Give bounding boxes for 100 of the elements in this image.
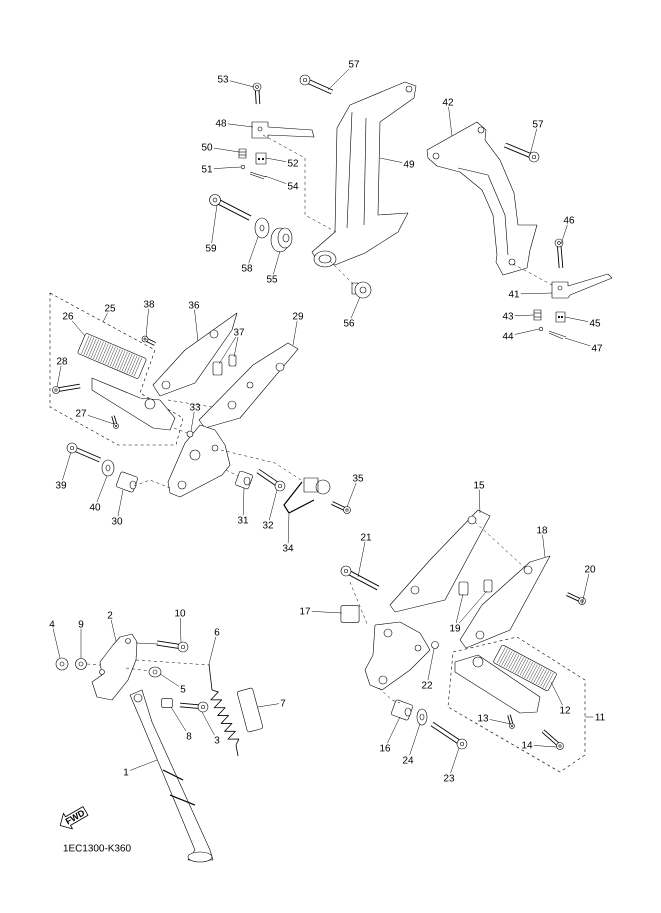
callout-number: 16 [380, 744, 390, 752]
callout-number: 39 [56, 481, 66, 489]
leader-line [564, 316, 588, 322]
washer-drawing [431, 641, 439, 649]
leader-line [118, 490, 124, 516]
alignment-line [220, 450, 302, 480]
bushing-drawing [235, 470, 253, 490]
callout-number: 1 [124, 768, 128, 776]
leader-line [358, 542, 366, 578]
plate-drawing [460, 556, 550, 648]
callout-number: 13 [478, 714, 488, 722]
alignment-line [378, 688, 400, 704]
leader-line [409, 724, 420, 756]
dashed-outline [50, 292, 184, 446]
callout-number: 5 [180, 686, 186, 692]
bracket-drawing [168, 424, 230, 498]
callout-number: 26 [62, 312, 74, 320]
callout-number: 47 [592, 344, 602, 352]
spring-drawing [534, 310, 542, 320]
callout-number: 17 [300, 608, 310, 614]
leader-line [80, 628, 82, 658]
bolt-drawing [566, 592, 586, 605]
bolt-drawing [256, 468, 286, 492]
leader-line [102, 312, 108, 322]
callout-number: 37 [234, 328, 244, 336]
leader-line [230, 80, 254, 88]
callout-number: 33 [190, 403, 200, 411]
callout-number: 34 [282, 544, 294, 552]
callout-number: 32 [262, 521, 274, 529]
callout-number: 31 [238, 516, 248, 524]
bolt-drawing [331, 501, 351, 514]
callout-number: 2 [108, 612, 112, 618]
pad-drawing [212, 362, 222, 376]
callout-number: 57 [348, 60, 360, 68]
leader-line [228, 124, 254, 128]
leader-line [180, 618, 182, 642]
bolt-drawing [66, 442, 101, 462]
leader-line [478, 490, 480, 514]
bushing-drawing [391, 700, 413, 720]
leader-line [242, 488, 244, 516]
callout-number: 52 [288, 159, 298, 167]
leader-line [292, 320, 298, 346]
leader-line [380, 158, 402, 163]
leader-line [530, 128, 538, 156]
alignment-line [136, 642, 158, 644]
alignment-line [126, 668, 150, 672]
leader-line [214, 148, 240, 152]
callout-number: 49 [404, 160, 414, 168]
callout-number: 50 [202, 143, 212, 151]
leader-line [218, 336, 236, 364]
leader-line [234, 336, 238, 358]
footpeg-rubber-drawing [78, 333, 146, 379]
callout-number: 54 [288, 182, 298, 190]
callout-number: 45 [590, 320, 600, 326]
callout-number: 11 [596, 714, 605, 720]
leader-line [582, 574, 590, 604]
bolt-drawing [340, 566, 380, 590]
callout-number: 58 [242, 264, 252, 272]
lever-drawing [552, 274, 612, 298]
leader-line [456, 594, 464, 624]
leader-line [190, 412, 194, 432]
callout-number: 56 [344, 319, 354, 327]
plate-drawing [256, 152, 266, 164]
cotter-pin-drawing [548, 330, 566, 340]
callout-number: 23 [444, 774, 454, 782]
bracket-drawing [92, 634, 138, 700]
washer-drawing [186, 430, 194, 438]
leader-line [450, 748, 460, 774]
callout-number: 14 [522, 742, 532, 748]
leader-line [88, 415, 114, 424]
leader-line [56, 366, 62, 388]
callout-number: 22 [422, 682, 432, 688]
leader-line [288, 514, 290, 544]
callout-number: 38 [144, 300, 154, 308]
pad-drawing [458, 582, 468, 596]
leader-line [542, 534, 546, 558]
leader-line [550, 682, 563, 706]
leader-line [146, 308, 149, 338]
callout-number: 28 [56, 357, 68, 365]
callout-number: 24 [402, 756, 414, 764]
leader-line [110, 620, 116, 642]
pad-drawing [484, 580, 492, 592]
leader-line [328, 68, 350, 90]
callout-number: 18 [537, 526, 548, 534]
leader-line [273, 250, 280, 274]
leader-line [170, 706, 186, 732]
leader-line [584, 716, 594, 718]
callout-number: 46 [564, 216, 574, 224]
callout-number: 43 [502, 312, 514, 320]
bolt-drawing [507, 714, 515, 729]
plate-drawing [390, 510, 490, 612]
washer-drawing [102, 460, 114, 476]
pad-drawing [228, 354, 236, 366]
lever-drawing [252, 122, 314, 138]
alignment-line [86, 664, 100, 666]
plate-drawing [556, 312, 566, 322]
alignment-line [330, 260, 356, 288]
leader-line [214, 166, 242, 169]
callout-number: 57 [532, 120, 544, 128]
leader-line [346, 482, 356, 508]
